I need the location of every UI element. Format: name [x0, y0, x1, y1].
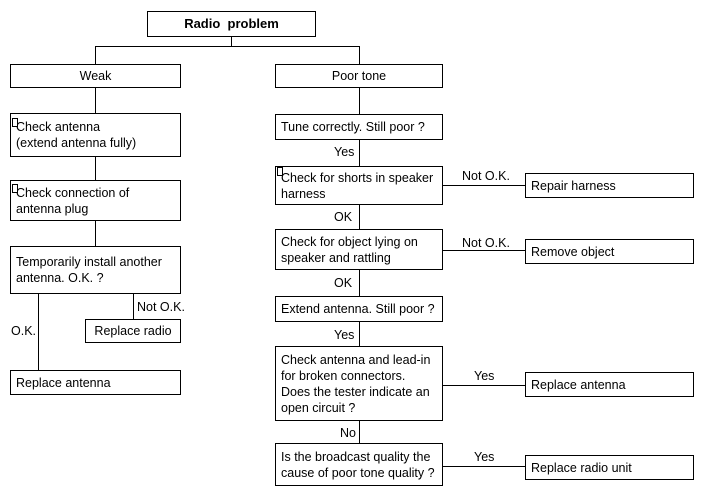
temp-install-box: Temporarily install another antenna. O.K…: [10, 246, 181, 294]
checkbox-marker: [12, 118, 18, 127]
check-leadin-box: Check antenna and lead-in for broken con…: [275, 346, 443, 421]
tune-box: Tune correctly. Still poor ?: [275, 114, 443, 140]
connector: [133, 294, 135, 319]
check-object-line-2: speaker and rattling: [281, 250, 391, 265]
yes-label: Yes: [334, 328, 355, 342]
replace-antenna-box: Replace antenna: [525, 372, 694, 397]
connector: [359, 140, 361, 166]
connector: [95, 46, 360, 48]
connector: [359, 421, 361, 443]
check-leadin-line-3: Does the tester indicate an: [281, 384, 430, 399]
remove-object-box: Remove object: [525, 239, 694, 264]
check-antenna-box: Check antenna (extend antenna fully): [10, 113, 181, 157]
replace-radio-box: Replace radio: [85, 319, 181, 343]
page-title: Radio problem: [147, 11, 316, 37]
connector: [359, 88, 361, 114]
connector: [95, 157, 97, 180]
connector: [443, 185, 525, 187]
temp-install-line-1: Temporarily install another: [16, 255, 162, 269]
weak-replace-antenna-text: Replace antenna: [16, 375, 111, 390]
replace-radio-unit-box: Replace radio unit: [525, 455, 694, 480]
connector: [359, 46, 361, 64]
connector: [359, 270, 361, 296]
connector: [443, 250, 525, 252]
connector: [359, 322, 361, 346]
ok-label: OK: [334, 276, 353, 290]
connector: [38, 294, 40, 370]
connector: [443, 466, 525, 468]
replace-radio-text: Replace radio: [94, 324, 172, 338]
no-label: No: [340, 426, 356, 440]
check-shorts-box: Check for shorts in speaker harness: [275, 166, 443, 205]
check-connection-line-2: antenna plug: [16, 201, 89, 216]
ok-label: OK: [334, 210, 353, 224]
poor-tone-header-box: Poor tone: [275, 64, 443, 88]
checkbox-marker: [277, 167, 283, 176]
connector: [95, 88, 97, 113]
connector: [359, 205, 361, 229]
yes-label: Yes: [334, 145, 355, 159]
poor-tone-header-text: Poor tone: [331, 69, 387, 83]
broadcast-quality-box: Is the broadcast quality the cause of po…: [275, 443, 443, 486]
check-antenna-line-1: Check antenna: [16, 120, 101, 134]
check-leadin-line-2: for broken connectors.: [281, 368, 406, 383]
replace-radio-unit-text: Replace radio unit: [531, 460, 632, 475]
check-connection-line-1: Check connection of: [16, 185, 130, 200]
weak-ok-label: O.K.: [11, 324, 37, 338]
connector: [443, 385, 525, 387]
not-ok-label: Not O.K.: [462, 169, 510, 183]
weak-replace-antenna-box: Replace antenna: [10, 370, 181, 395]
extend-antenna-box: Extend antenna. Still poor ?: [275, 296, 443, 322]
connector: [95, 46, 97, 64]
yes-label: Yes: [474, 450, 495, 464]
replace-antenna-text: Replace antenna: [531, 377, 626, 392]
check-leadin-line-1: Check antenna and lead-in: [281, 352, 431, 367]
weak-not-ok-label: Not O.K.: [137, 300, 185, 314]
connector: [95, 221, 97, 246]
check-object-line-1: Check for object lying on: [281, 234, 418, 249]
weak-header-box: Weak: [10, 64, 181, 88]
check-shorts-line-2: harness: [281, 186, 326, 201]
yes-label: Yes: [474, 369, 495, 383]
tune-text: Tune correctly. Still poor ?: [281, 120, 425, 134]
broadcast-line-2: cause of poor tone quality ?: [281, 465, 435, 480]
check-connection-box: Check connection of antenna plug: [10, 180, 181, 221]
remove-object-text: Remove object: [531, 244, 615, 259]
check-antenna-line-2: (extend antenna fully): [16, 136, 137, 150]
weak-header-text: Weak: [79, 69, 112, 83]
connector: [231, 37, 233, 47]
check-shorts-line-1: Check for shorts in speaker: [281, 170, 434, 185]
temp-install-line-2: antenna. O.K. ?: [16, 271, 104, 285]
not-ok-label: Not O.K.: [462, 236, 510, 250]
check-leadin-line-4: open circuit ?: [281, 400, 356, 415]
extend-antenna-text: Extend antenna. Still poor ?: [281, 302, 435, 316]
checkbox-marker: [12, 184, 18, 193]
repair-harness-box: Repair harness: [525, 173, 694, 198]
title-text: Radio problem: [184, 16, 279, 31]
check-object-box: Check for object lying on speaker and ra…: [275, 229, 443, 270]
broadcast-line-1: Is the broadcast quality the: [281, 449, 431, 464]
repair-harness-text: Repair harness: [531, 178, 616, 193]
